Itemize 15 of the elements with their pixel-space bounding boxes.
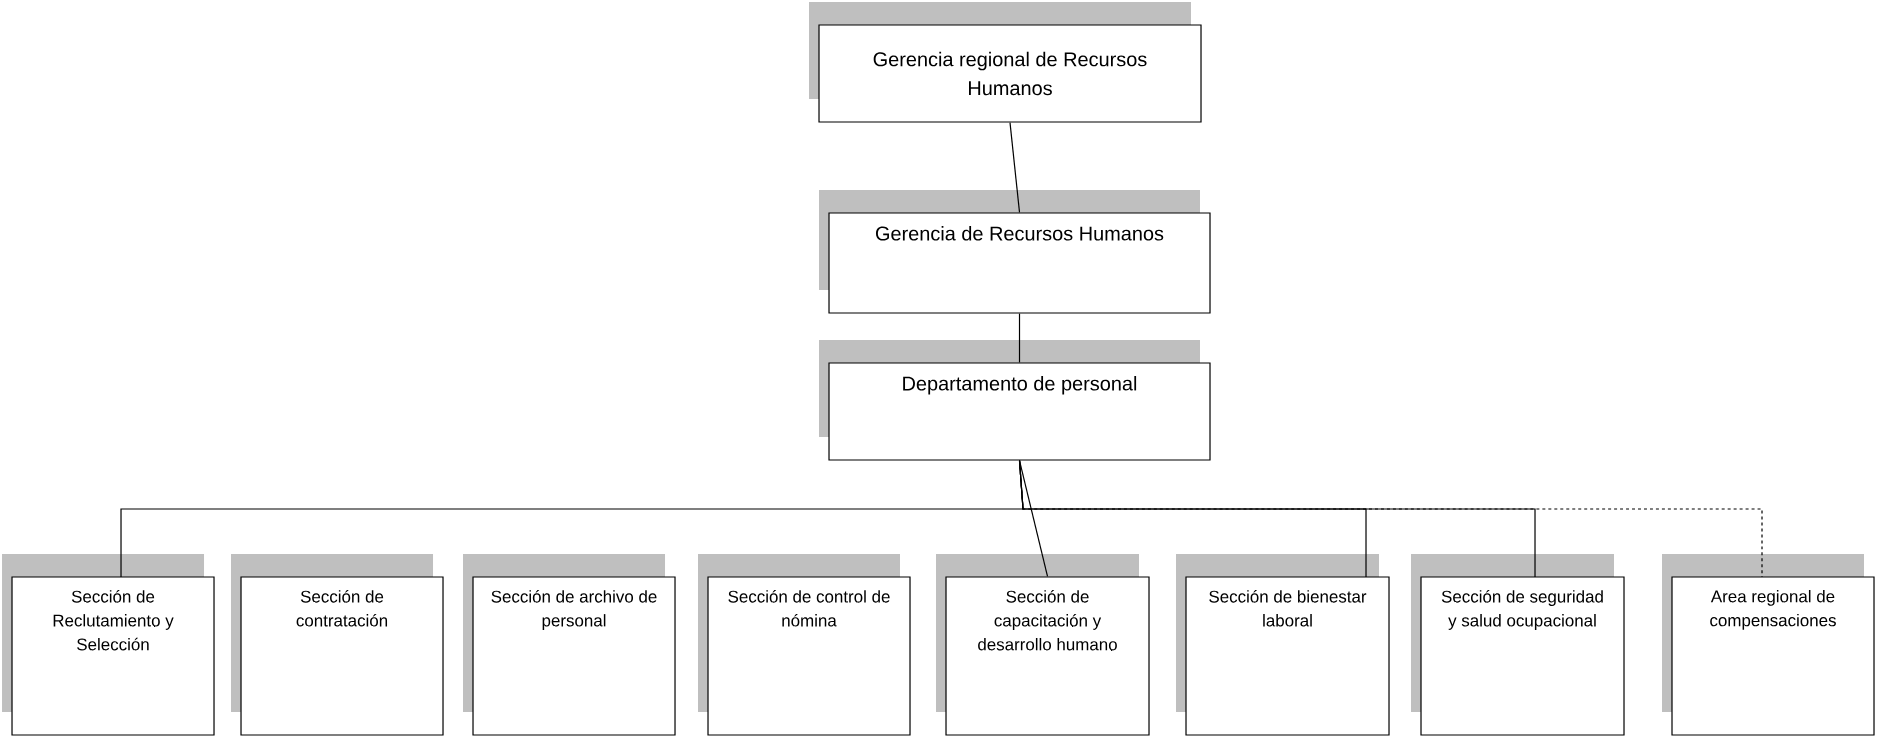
connector-line (1018, 460, 1049, 577)
connector-line (1018, 313, 1021, 363)
connector-line (1009, 122, 1021, 213)
org-box: Sección de control de nómina (698, 554, 911, 736)
org-box: Sección de bienestar laboral (1176, 554, 1390, 736)
org-box: Gerencia de Recursos Humanos (819, 190, 1211, 314)
org-box: Sección de seguridad y salud ocupacional (1411, 554, 1625, 736)
org-box: Area regional de compensaciones (1662, 554, 1875, 736)
org-box: Sección de capacitación y desarrollo humano (936, 554, 1150, 736)
org-box: Gerencia regional de Recursos Humanos (809, 2, 1202, 123)
org-box: Departamento de personal (819, 340, 1211, 461)
org-box: Sección de archivo de personal (463, 554, 676, 736)
connector-line (1018, 460, 1763, 578)
org-box: Sección de contratación (231, 554, 444, 736)
org-box: Sección de Reclutamiento y Selección (2, 554, 215, 736)
